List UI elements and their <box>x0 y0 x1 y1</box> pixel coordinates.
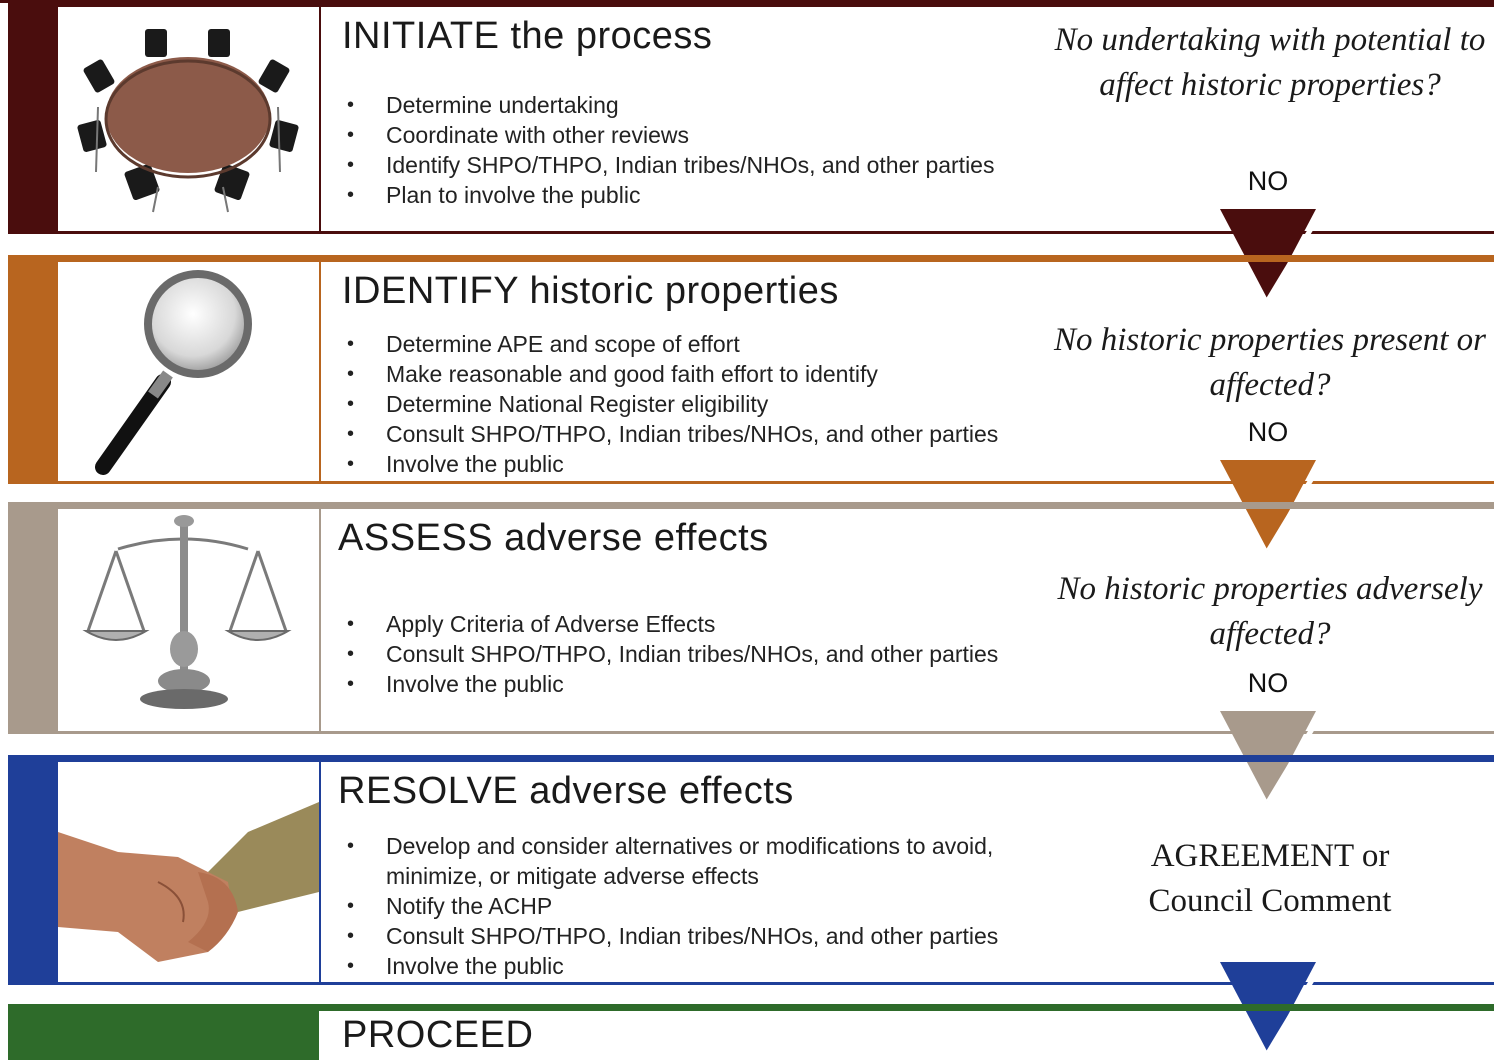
decision-no-label: NO <box>1247 166 1289 196</box>
bullet-item: Consult SHPO/THPO, Indian tribes/NHOs, a… <box>345 419 998 449</box>
step-top-border <box>8 1004 1494 1011</box>
step-top-border <box>8 755 1494 762</box>
bullet-item: Identify SHPO/THPO, Indian tribes/NHOs, … <box>345 150 994 180</box>
step-color-stripe <box>8 0 58 234</box>
bullet-item: Notify the ACHP <box>345 891 1085 921</box>
step-divider <box>319 762 321 982</box>
scales-of-justice-icon <box>58 509 319 731</box>
bullet-item: Develop and consider alternatives or mod… <box>345 831 1085 891</box>
bullet-list: Determine undertaking Coordinate with ot… <box>345 90 994 210</box>
bullet-item: Determine undertaking <box>345 90 994 120</box>
step-bottom-border <box>8 982 1494 985</box>
step-divider <box>319 509 321 731</box>
bullet-item: Plan to involve the public <box>345 180 994 210</box>
decision-no-label: NO <box>1247 668 1289 698</box>
handshake-icon <box>58 762 319 982</box>
step-title: RESOLVE adverse effects <box>338 770 794 812</box>
bullet-item: Coordinate with other reviews <box>345 120 994 150</box>
down-arrow-icon <box>1220 207 1326 302</box>
magnifying-glass-icon <box>58 262 319 481</box>
bullet-list: Apply Criteria of Adverse Effects Consul… <box>345 609 998 699</box>
step-title: INITIATE the process <box>342 15 713 57</box>
conference-table-icon <box>58 7 319 231</box>
bullet-item: Involve the public <box>345 951 1085 981</box>
step-top-border <box>8 0 1494 7</box>
step-top-border <box>8 502 1494 509</box>
bullet-item: Consult SHPO/THPO, Indian tribes/NHOs, a… <box>345 639 998 669</box>
step-identify: IDENTIFY historic properties Determine A… <box>0 255 1494 484</box>
decision-question: No historic properties adversely affecte… <box>1057 571 1483 652</box>
step-bottom-border <box>8 231 1494 234</box>
bullet-item: Apply Criteria of Adverse Effects <box>345 609 998 639</box>
bullet-item: Consult SHPO/THPO, Indian tribes/NHOs, a… <box>345 921 1085 951</box>
step-color-stripe <box>8 755 58 985</box>
step-initiate: INITIATE the process Determine undertaki… <box>0 0 1494 234</box>
bullet-list: Develop and consider alternatives or mod… <box>345 831 1085 981</box>
step-divider <box>319 262 321 481</box>
bullet-item: Make reasonable and good faith effort to… <box>345 359 998 389</box>
step-proceed: PROCEED <box>0 1004 1494 1060</box>
bullet-item: Involve the public <box>345 449 998 479</box>
step-title: ASSESS adverse effects <box>338 517 769 559</box>
step-bottom-border <box>8 731 1494 734</box>
bullet-item: Determine APE and scope of effort <box>345 329 998 359</box>
step-divider <box>319 7 321 231</box>
decision-no-label: NO <box>1247 417 1289 447</box>
proceed-color-block <box>8 1004 319 1060</box>
decision-question: No historic properties present or affect… <box>1053 322 1487 403</box>
decision-question: AGREEMENT or Council Comment <box>1148 838 1392 919</box>
step-color-stripe <box>8 502 58 734</box>
bullet-item: Involve the public <box>345 669 998 699</box>
decision-question: No undertaking with potential to affect … <box>1054 22 1486 103</box>
step-resolve: RESOLVE adverse effects Develop and cons… <box>0 755 1494 985</box>
step-top-border <box>8 255 1494 262</box>
bullet-item: Determine National Register eligibility <box>345 389 998 419</box>
step-color-stripe <box>8 255 58 484</box>
step-assess: ASSESS adverse effects Apply Criteria of… <box>0 502 1494 734</box>
bullet-list: Determine APE and scope of effort Make r… <box>345 329 998 479</box>
step-bottom-border <box>8 481 1494 484</box>
step-title: IDENTIFY historic properties <box>342 270 839 312</box>
step-title: PROCEED <box>342 1014 534 1056</box>
